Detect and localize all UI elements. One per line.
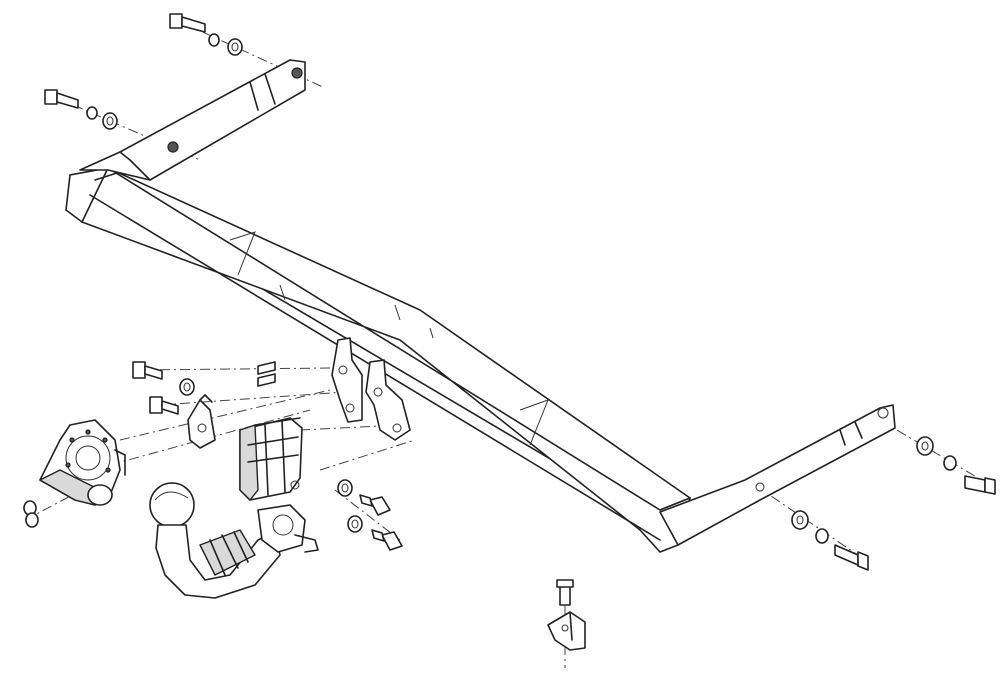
washer-bracket-1 [179, 378, 195, 396]
tow-ball [149, 482, 195, 528]
washer-lower-2 [347, 515, 363, 533]
license-bracket-bolt [559, 584, 571, 606]
right-arm-hole-low [755, 482, 765, 492]
washer-right-3 [791, 510, 809, 530]
bolt-small-studs [257, 361, 276, 387]
bolt-left [44, 89, 79, 109]
guide-line-bracket-1 [139, 367, 331, 371]
bolt-bracket-2 [149, 396, 179, 415]
left-mounting-arm [79, 59, 306, 181]
bolt-top [169, 13, 206, 33]
neck-joint [199, 529, 256, 576]
guide-line-bracket-2 [159, 391, 346, 406]
tow-ball-neck [149, 482, 319, 599]
washer-top-2 [227, 38, 243, 56]
bolt-bracket-1 [132, 361, 163, 380]
right-mounting-arm [659, 404, 896, 546]
bolt-right-lower [834, 544, 869, 571]
right-arm-hole-top [877, 407, 889, 419]
left-arm-nut-top [291, 67, 303, 79]
guide-line-right-bolt-lower [754, 484, 866, 561]
bolt-right-upper [964, 475, 996, 495]
washer-right-1 [916, 436, 934, 456]
center-bracket [331, 337, 411, 441]
crossbar-front-face [65, 167, 691, 553]
guide-line-right-bolt-upper [879, 419, 996, 489]
washer-right-2 [943, 455, 957, 471]
electrical-socket-bracket [187, 394, 216, 449]
washer-right-4 [815, 528, 829, 544]
washer-left-1 [86, 106, 98, 120]
center-bracket-left [331, 337, 363, 423]
socket-plate-boss [87, 484, 113, 506]
guide-line-bracket-3 [119, 389, 331, 441]
neck-locking-head [257, 504, 306, 553]
license-bracket [547, 579, 586, 651]
center-bracket-right [365, 359, 411, 441]
bolt-lower-2 [371, 529, 403, 551]
socket-plate [39, 419, 126, 506]
bolt-lower-1 [359, 494, 391, 516]
washer-top-1 [208, 33, 220, 47]
left-arm-plate [79, 59, 306, 181]
bolts [44, 13, 996, 571]
guide-line-left-bolt [54, 96, 201, 161]
locking-receiver [239, 417, 303, 501]
left-arm-nut-low [167, 141, 179, 153]
right-arm-plate [659, 404, 896, 546]
washers [23, 33, 957, 544]
washer-lower-1 [337, 479, 353, 497]
nut-socket [25, 512, 39, 528]
guide-line-lower-bolts [334, 489, 401, 541]
guide-line-bracket-6 [319, 439, 416, 471]
washer-left-2 [102, 112, 118, 130]
